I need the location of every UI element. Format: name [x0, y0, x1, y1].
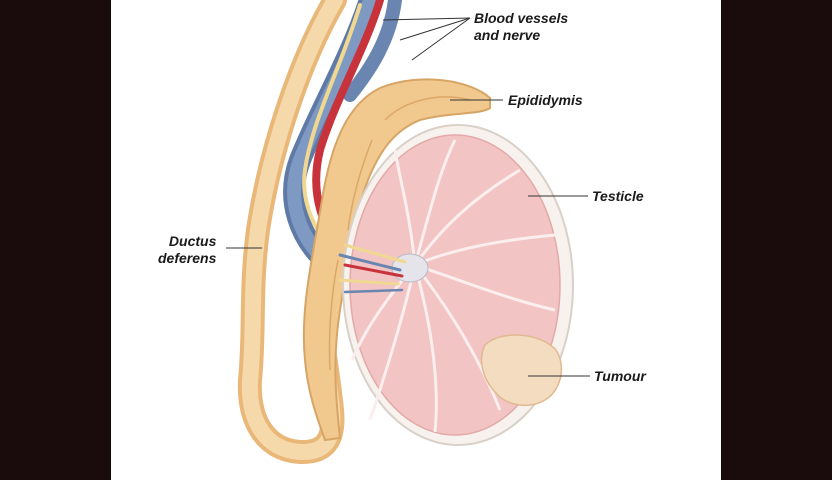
- label-blood-vessels: Blood vessels and nerve: [474, 10, 568, 44]
- label-blood-vessels-line2: and nerve: [474, 27, 541, 43]
- label-blood-vessels-line1: Blood vessels: [474, 10, 569, 26]
- label-ductus-line1: Ductus: [168, 233, 217, 249]
- label-epididymis: Epididymis: [508, 92, 583, 108]
- label-tumour: Tumour: [594, 368, 646, 384]
- epididymis: [302, 78, 491, 442]
- tumour: [480, 334, 563, 407]
- hilum-vessels: [338, 243, 407, 294]
- label-ductus-line2: deferens: [158, 250, 217, 266]
- leader-lines: [226, 17, 590, 377]
- label-ductus-deferens: Ductus deferens: [158, 233, 216, 267]
- testicle-septa: [350, 139, 556, 433]
- label-testicle: Testicle: [592, 188, 644, 204]
